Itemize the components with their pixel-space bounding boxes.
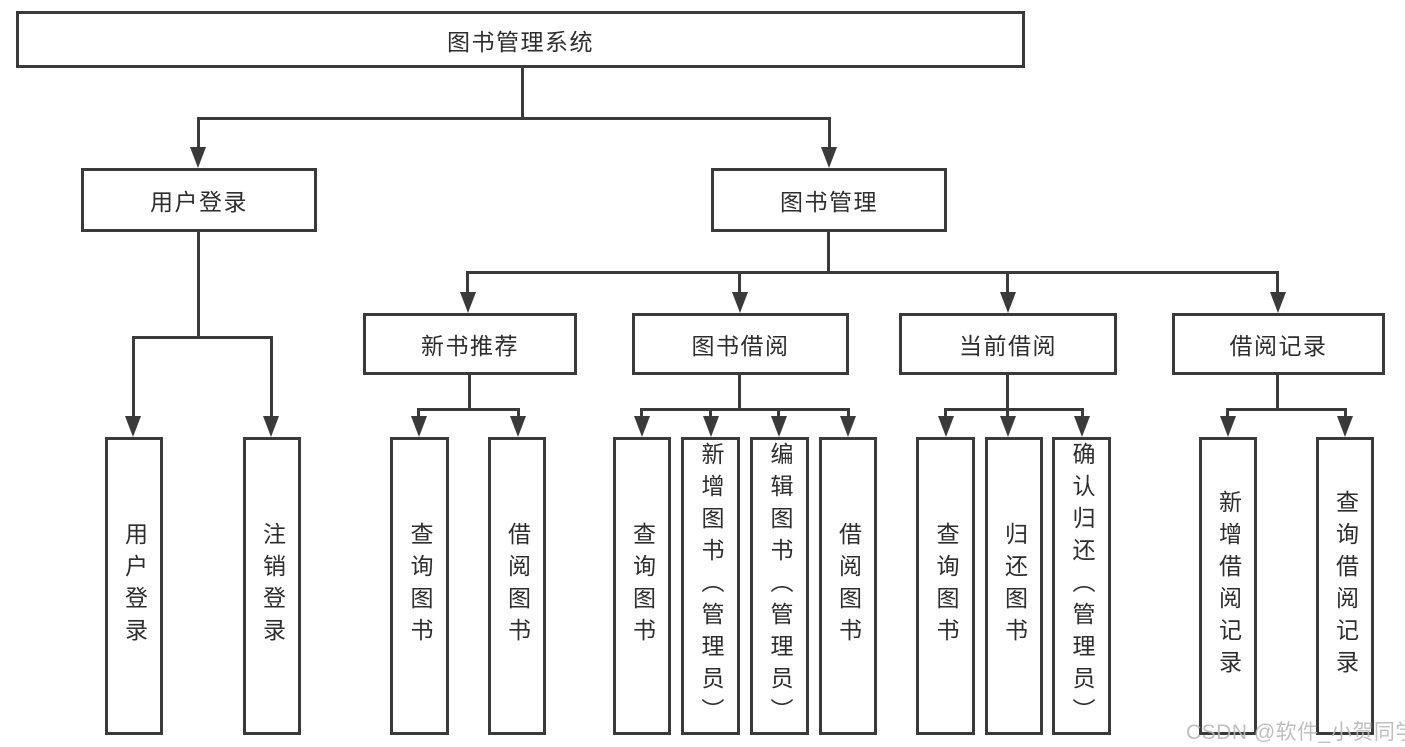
connector-login-drop-2 [270, 336, 273, 418]
arrowhead-book-mgmt [821, 147, 837, 168]
connector-current-drop-1 [944, 408, 947, 420]
connector-borrow-drop-2 [709, 408, 712, 420]
leaf-query-borrow-record-label: 查询借阅记录 [1332, 490, 1359, 682]
leaf-return-book: 归还图书 [985, 437, 1043, 735]
leaf-rec-query-book: 查询图书 [390, 437, 449, 735]
arrowhead-user-login [190, 147, 206, 168]
arrowhead-record-add [1220, 416, 1236, 437]
connector-root-drop-right [828, 117, 831, 150]
connector-login-drop-1 [132, 336, 135, 418]
arrowhead-current-borrow [1000, 292, 1016, 313]
arrowhead-record-query [1337, 416, 1353, 437]
connector-record-rail [1226, 408, 1347, 411]
csdn-watermark: CSDN @软件_小贺同学 [1186, 721, 1405, 744]
connector-mgmt-drop-2 [738, 271, 741, 295]
arrowhead-borrow-edit [771, 416, 787, 437]
arrowhead-new-book-rec [460, 292, 476, 313]
connector-rec-stub [468, 375, 471, 411]
connector-mgmt-stub [827, 232, 830, 274]
connector-borrow-drop-4 [847, 408, 850, 420]
node-book-borrow: 图书借阅 [632, 313, 849, 375]
node-root-label: 图书管理系统 [447, 28, 594, 55]
connector-login-stub [197, 232, 200, 339]
arrowhead-current-query [938, 416, 954, 437]
connector-root-drop-left [197, 117, 200, 150]
node-current-borrow: 当前借阅 [899, 313, 1117, 375]
connector-login-rail [132, 336, 273, 339]
connector-mgmt-drop-3 [1006, 271, 1009, 295]
leaf-return-book-label: 归还图书 [1001, 522, 1028, 650]
arrowhead-borrow-query [634, 416, 650, 437]
arrowhead-rec-query [411, 416, 427, 437]
leaf-rec-query-book-label: 查询图书 [407, 522, 433, 650]
node-user-login: 用户登录 [81, 168, 317, 232]
node-new-book-rec-label: 新书推荐 [421, 333, 519, 359]
leaf-borrow-book: 借阅图书 [819, 437, 877, 735]
arrowhead-borrow-add [703, 416, 719, 437]
leaf-current-query-book-label: 查询图书 [933, 522, 959, 650]
connector-rec-rail [417, 408, 520, 411]
arrowhead-leaf-logout [263, 416, 279, 437]
connector-rec-drop-1 [417, 408, 420, 420]
connector-borrow-drop-1 [640, 408, 643, 420]
connector-current-drop-2 [1006, 408, 1009, 420]
connector-record-stub [1276, 375, 1279, 411]
arrowhead-borrow-borrow [840, 416, 856, 437]
connector-root-stub [521, 68, 524, 117]
node-root: 图书管理系统 [16, 11, 1025, 68]
arrowhead-leaf-user-login [125, 416, 141, 437]
leaf-borrow-book-label: 借阅图书 [835, 522, 862, 650]
leaf-user-login-label: 用户登录 [121, 522, 148, 650]
leaf-add-borrow-record: 新增借阅记录 [1199, 437, 1257, 735]
leaf-user-login: 用户登录 [105, 437, 163, 735]
leaf-confirm-return-admin-label: 确认归还（管理员） [1069, 442, 1095, 730]
connector-mgmt-drop-4 [1276, 271, 1279, 295]
arrowhead-rec-borrow [510, 416, 526, 437]
leaf-logout: 注销登录 [243, 437, 301, 735]
node-current-borrow-label: 当前借阅 [959, 333, 1057, 359]
node-book-mgmt-label: 图书管理 [780, 189, 878, 215]
leaf-rec-borrow-book-label: 借阅图书 [504, 522, 531, 650]
node-borrow-record-label: 借阅记录 [1229, 333, 1328, 359]
leaf-current-query-book: 查询图书 [916, 437, 975, 735]
leaf-rec-borrow-book: 借阅图书 [488, 437, 546, 735]
connector-borrow-rail [640, 408, 850, 411]
node-new-book-rec: 新书推荐 [363, 313, 577, 375]
leaf-query-borrow-record: 查询借阅记录 [1316, 437, 1374, 735]
connector-rec-drop-2 [517, 408, 520, 420]
leaf-edit-book-admin-label: 编辑图书（管理员） [767, 442, 793, 730]
connector-borrow-stub [738, 375, 741, 411]
arrowhead-current-return [1000, 416, 1016, 437]
leaf-add-book-admin-label: 新增图书（管理员） [698, 442, 724, 730]
arrowhead-current-confirm [1074, 416, 1090, 437]
connector-mgmt-drop-1 [466, 271, 469, 295]
leaf-borrow-query-book: 查询图书 [613, 437, 671, 735]
leaf-add-book-admin: 新增图书（管理员） [681, 437, 740, 735]
leaf-confirm-return-admin: 确认归还（管理员） [1052, 437, 1111, 735]
node-book-mgmt: 图书管理 [711, 168, 947, 232]
leaf-borrow-query-book-label: 查询图书 [629, 522, 656, 650]
connector-record-drop-2 [1344, 408, 1347, 420]
arrowhead-borrow-record [1270, 292, 1286, 313]
arrowhead-book-borrow [732, 292, 748, 313]
connector-record-drop-1 [1226, 408, 1229, 420]
connector-current-drop-3 [1081, 408, 1084, 420]
connector-current-stub [1006, 375, 1009, 411]
connector-root-rail [197, 117, 831, 120]
connector-current-rail [944, 408, 1084, 411]
connector-mgmt-rail [466, 271, 1279, 274]
connector-borrow-drop-3 [777, 408, 780, 420]
leaf-edit-book-admin: 编辑图书（管理员） [750, 437, 809, 735]
node-user-login-label: 用户登录 [150, 189, 248, 215]
leaf-add-borrow-record-label: 新增借阅记录 [1215, 490, 1242, 682]
leaf-logout-label: 注销登录 [259, 522, 286, 650]
node-book-borrow-label: 图书借阅 [691, 333, 790, 359]
node-borrow-record: 借阅记录 [1172, 313, 1385, 375]
